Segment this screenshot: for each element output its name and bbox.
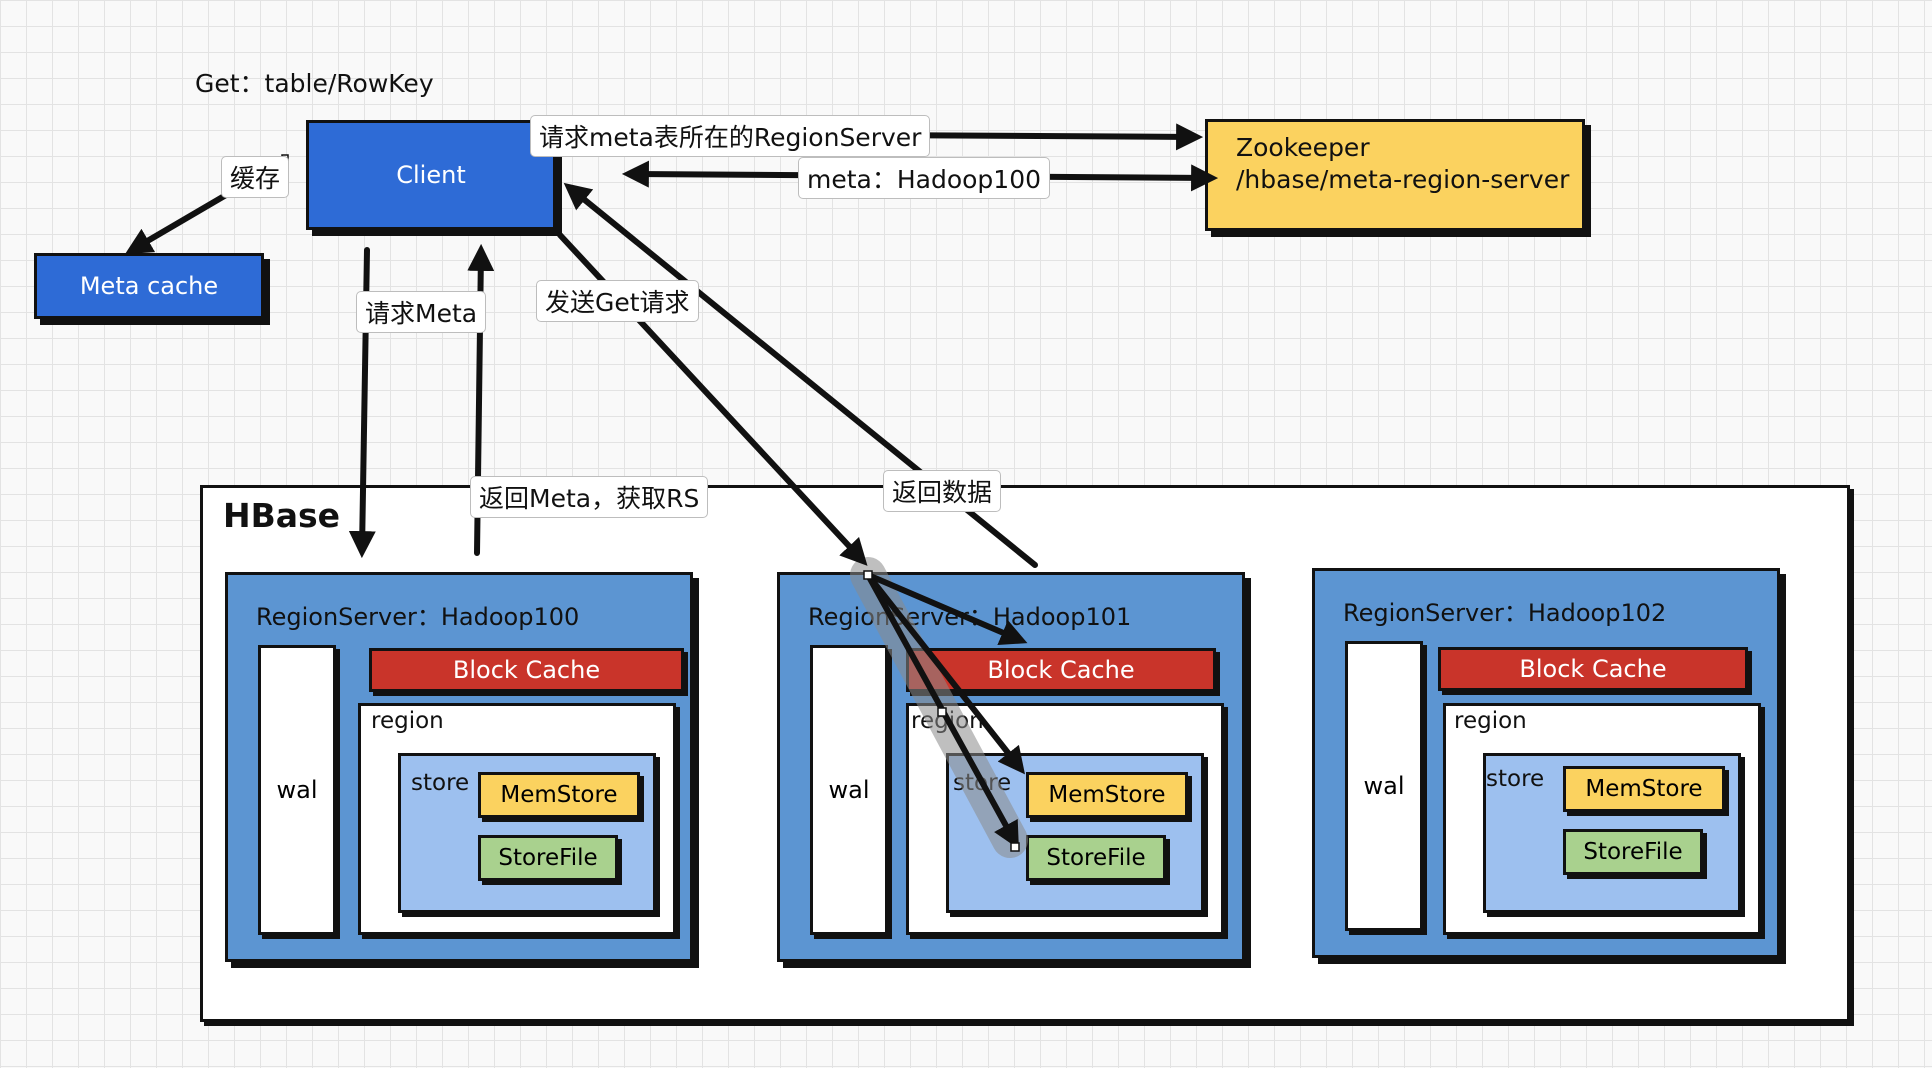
block-cache: Block Cache [1438, 647, 1748, 691]
zookeeper-title: Zookeeper [1236, 133, 1370, 162]
region-block: region store MemStore StoreFile [906, 703, 1224, 935]
memstore: MemStore [478, 772, 640, 818]
storefile: StoreFile [478, 835, 618, 881]
region-server-name: RegionServer：Hadoop100 [256, 603, 580, 631]
zookeeper-node[interactable]: Zookeeper /hbase/meta-region-server [1205, 119, 1585, 231]
storefile: StoreFile [1563, 829, 1703, 875]
client-label: Client [396, 161, 466, 189]
block-cache: Block Cache [906, 648, 1216, 692]
store-block: store MemStore StoreFile [1483, 753, 1741, 913]
label-cache: 缓存 [221, 156, 290, 198]
region-label: region [371, 708, 444, 734]
meta-cache-label: Meta cache [79, 272, 219, 300]
region-block: region store MemStore StoreFile [1443, 703, 1761, 935]
store-block: store MemStore StoreFile [398, 753, 656, 913]
wal-label: wal [276, 776, 318, 804]
hbase-title: HBase [223, 496, 341, 535]
label-meta-location: meta：Hadoop100 [798, 157, 1051, 199]
region-server-hadoop101[interactable]: RegionServer：Hadoop101 wal Block Cache r… [777, 572, 1245, 962]
storefile-label: StoreFile [1046, 845, 1146, 871]
label-return-data: 返回数据 [883, 470, 1002, 512]
label-return-meta: 返回Meta，获取RS [470, 476, 709, 518]
memstore-label: MemStore [500, 782, 618, 808]
store-label: store [411, 770, 470, 796]
region-server-name: RegionServer：Hadoop101 [808, 603, 1132, 631]
block-cache-label: Block Cache [987, 656, 1135, 684]
zookeeper-path: /hbase/meta-region-server [1236, 165, 1570, 194]
arrow-cache [125, 192, 229, 255]
meta-cache-node[interactable]: Meta cache [34, 253, 264, 319]
query-text: Get：table/RowKey [195, 69, 434, 98]
label-request-meta-server: 请求meta表所在的RegionServer [530, 115, 931, 157]
region-server-hadoop102[interactable]: RegionServer：Hadoop102 wal Block Cache r… [1312, 568, 1780, 958]
region-server-name: RegionServer：Hadoop102 [1343, 599, 1667, 627]
region-label: region [911, 708, 984, 734]
storefile-label: StoreFile [498, 845, 598, 871]
wal-label: wal [1363, 772, 1405, 800]
label-send-get: 发送Get请求 [536, 280, 699, 322]
store-label: store [953, 770, 1012, 796]
memstore-label: MemStore [1048, 782, 1166, 808]
storefile-label: StoreFile [1583, 839, 1683, 865]
region-block: region store MemStore StoreFile [358, 703, 676, 935]
store-label: store [1486, 766, 1545, 792]
block-cache-label: Block Cache [452, 656, 601, 684]
memstore: MemStore [1563, 766, 1725, 812]
store-block: store MemStore StoreFile [946, 753, 1204, 913]
client-node[interactable]: Client [306, 120, 556, 230]
wal-block: wal [258, 645, 336, 935]
memstore: MemStore [1026, 772, 1188, 818]
storefile: StoreFile [1026, 835, 1166, 881]
memstore-label: MemStore [1585, 776, 1703, 802]
region-server-hadoop100[interactable]: RegionServer：Hadoop100 wal Block Cache r… [225, 572, 693, 962]
block-cache-label: Block Cache [1519, 655, 1667, 683]
wal-block: wal [810, 645, 888, 935]
block-cache: Block Cache [369, 648, 684, 692]
wal-block: wal [1345, 641, 1423, 931]
label-request-meta: 请求Meta [356, 291, 487, 333]
region-label: region [1454, 708, 1527, 734]
wal-label: wal [828, 776, 870, 804]
